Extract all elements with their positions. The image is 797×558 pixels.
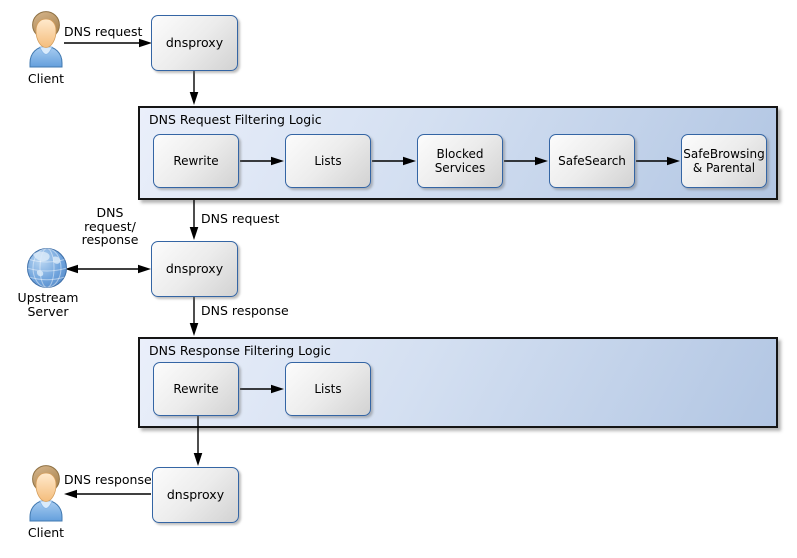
dnsproxy2-node: dnsproxy <box>151 241 238 297</box>
step-response-rewrite: Rewrite <box>153 362 239 416</box>
step-request-safesearch-label: SafeSearch <box>558 154 626 168</box>
step-request-safebrowsing-parental-label: SafeBrowsing & Parental <box>683 147 765 175</box>
arrow-request-lists-to-blocked-services <box>372 156 416 166</box>
step-response-rewrite-label: Rewrite <box>173 382 219 396</box>
upstream-server-actor <box>25 246 69 294</box>
step-response-lists-label: Lists <box>314 382 342 396</box>
edge-label-dnsproxy3-to-client: DNS response <box>64 472 152 487</box>
request-filtering-title: DNS Request Filtering Logic <box>149 112 322 127</box>
arrow-dnsproxy1-to-request-logic <box>189 71 199 105</box>
step-request-lists-label: Lists <box>314 154 342 168</box>
arrow-request-rewrite-to-lists <box>240 156 284 166</box>
step-request-safesearch: SafeSearch <box>549 134 635 188</box>
edge-label-upstream-line1: DNS <box>96 205 124 220</box>
edge-label-upstream-line2: request/ <box>84 218 136 234</box>
step-request-blocked-services: Blocked Services <box>417 134 503 188</box>
arrow-request-safesearch-to-safebrowsing <box>636 156 680 166</box>
arrow-client-to-dnsproxy1 <box>64 38 152 48</box>
client-top-actor <box>27 11 65 72</box>
edge-label-upstream-line3: response <box>81 232 139 247</box>
dnsproxy3-node: dnsproxy <box>152 467 239 523</box>
upstream-server-label: Upstream Server <box>17 290 79 319</box>
arrow-request-blocked-services-to-safesearch <box>504 156 548 166</box>
client-top-label: Client <box>27 71 65 86</box>
arrow-dnsproxy3-to-client <box>64 489 151 499</box>
step-request-rewrite: Rewrite <box>153 134 239 188</box>
edge-label-upstream-dnsproxy2: DNS request/ response <box>78 206 142 247</box>
dnsproxy1-node: dnsproxy <box>151 15 238 71</box>
person-icon <box>29 465 63 522</box>
edge-label-dnsproxy2-to-responselogic: DNS response <box>201 303 289 318</box>
globe-icon <box>27 248 67 288</box>
response-filtering-container: DNS Response Filtering Logic <box>138 337 778 428</box>
arrow-request-logic-to-dnsproxy2 <box>189 200 199 240</box>
arrow-response-rewrite-to-lists <box>240 384 284 394</box>
edge-label-requestlogic-to-dnsproxy2: DNS request <box>201 211 280 226</box>
client-bottom-label: Client <box>27 525 65 540</box>
step-request-rewrite-label: Rewrite <box>173 154 219 168</box>
step-request-blocked-services-label: Blocked Services <box>434 147 486 175</box>
arrow-dnsproxy2-to-response-logic <box>189 297 199 336</box>
person-icon <box>29 11 63 68</box>
step-request-lists: Lists <box>285 134 371 188</box>
step-response-lists: Lists <box>285 362 371 416</box>
dnsproxy2-label: dnsproxy <box>165 261 224 276</box>
dnsproxy1-label: dnsproxy <box>165 35 224 50</box>
response-filtering-title: DNS Response Filtering Logic <box>149 343 331 358</box>
client-bottom-actor <box>27 465 65 526</box>
arrow-response-logic-to-dnsproxy3 <box>193 416 203 466</box>
edge-label-client-to-dnsproxy1: DNS request <box>64 24 143 39</box>
arrow-upstream-dnsproxy2-bidirectional <box>65 264 151 274</box>
step-request-safebrowsing-parental: SafeBrowsing & Parental <box>681 134 767 188</box>
dnsproxy3-label: dnsproxy <box>166 487 225 502</box>
